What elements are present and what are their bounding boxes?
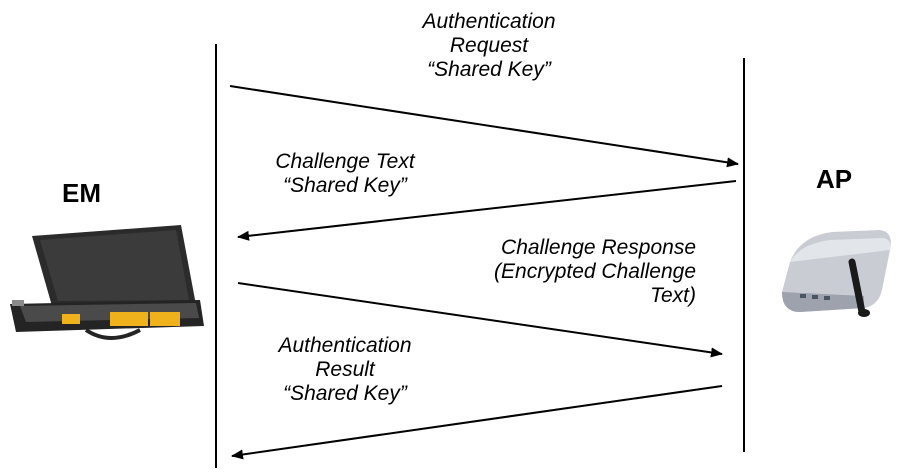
laptop-icon — [10, 225, 204, 340]
arrow-challenge-response — [237, 282, 723, 358]
label-line: Challenge Response — [501, 236, 696, 259]
label-line: “Shared Key” — [283, 382, 407, 405]
label-challenge-text: Challenge Text “Shared Key” — [222, 150, 468, 198]
wireless-router-icon — [782, 230, 891, 317]
em-label: EM — [62, 178, 101, 208]
label-line: Request — [449, 34, 529, 57]
label-line: Result — [315, 358, 375, 381]
label-line: Text) — [650, 284, 696, 307]
label-line: “Shared Key” — [283, 174, 407, 197]
arrow-challenge-text — [237, 180, 737, 241]
label-line: Challenge Text — [275, 150, 415, 173]
label-authentication-request: Authentication Request “Shared Key” — [348, 10, 630, 82]
label-line: (Encrypted Challenge — [494, 260, 696, 283]
arrow-authentication-request — [229, 85, 739, 168]
label-line: Authentication — [278, 334, 412, 357]
label-line: “Shared Key” — [427, 58, 551, 81]
label-challenge-response: Challenge Response (Encrypted Challenge … — [400, 236, 696, 308]
label-line: Authentication — [422, 10, 556, 33]
ap-label: AP — [816, 164, 853, 194]
label-authentication-result: Authentication Result “Shared Key” — [222, 334, 468, 406]
arrow-authentication-result — [231, 385, 723, 460]
